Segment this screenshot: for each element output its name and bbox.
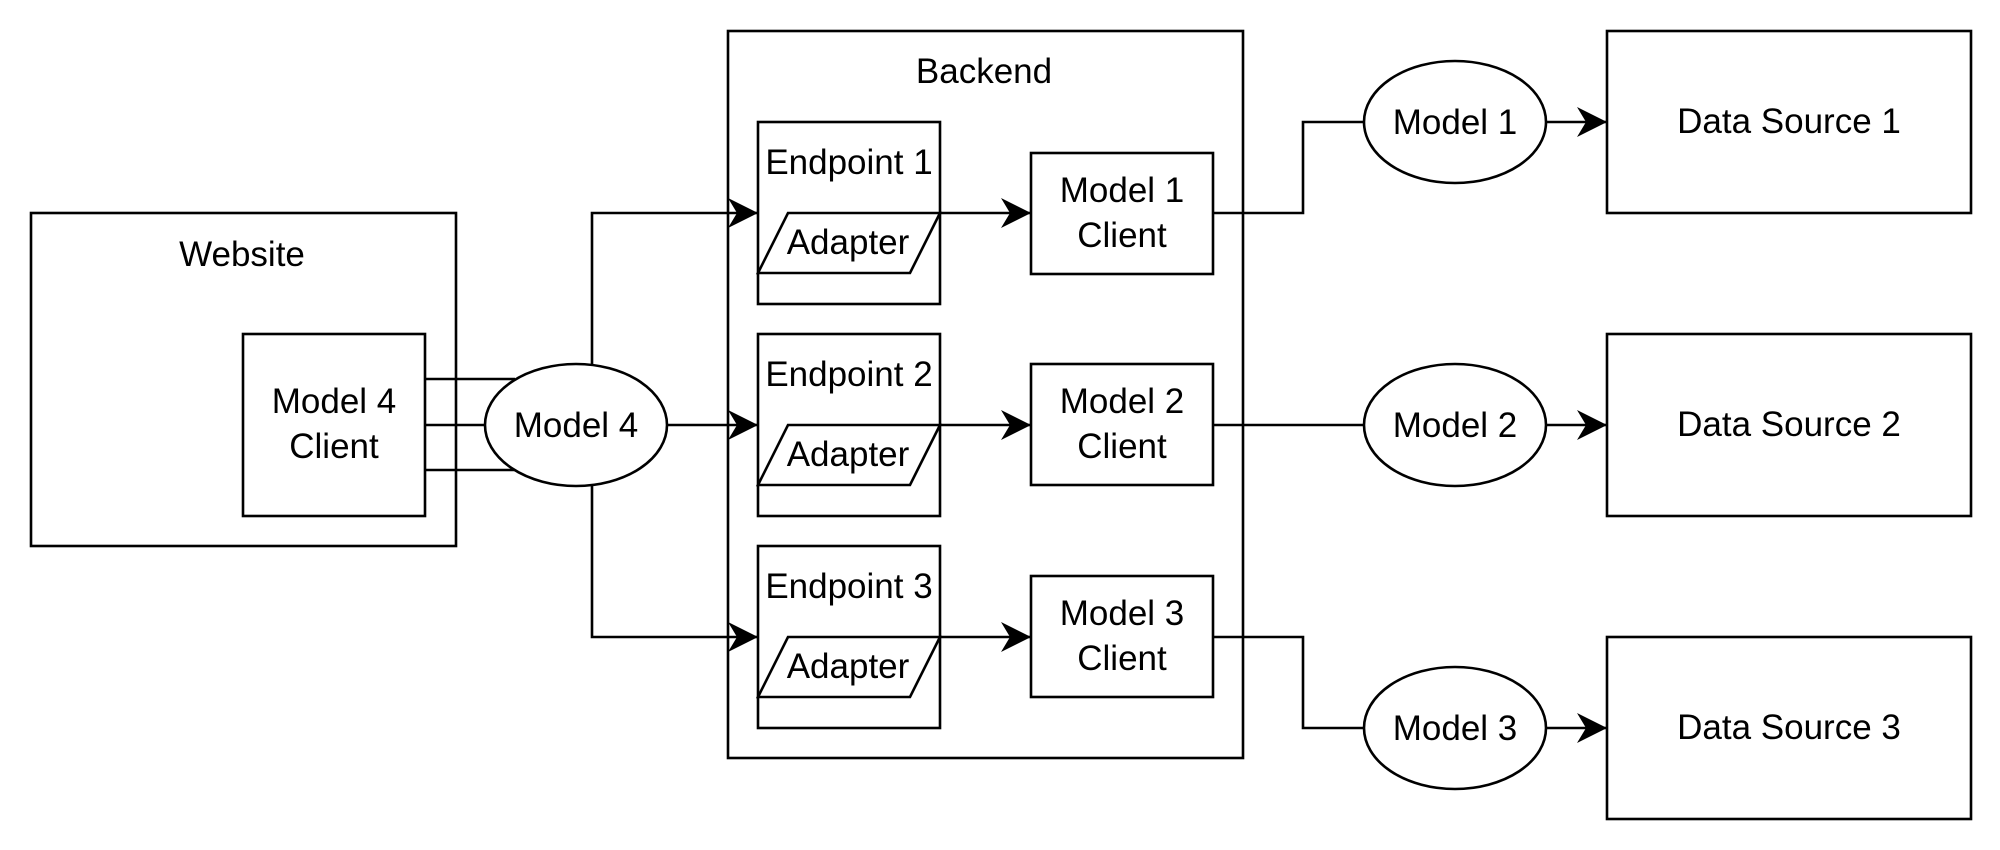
- model-1-client-node: Model 1 Client: [1029, 151, 1215, 276]
- data-source-3-node: Data Source 3: [1605, 635, 1973, 821]
- website-title: Website: [179, 235, 305, 274]
- model-2-label: Model 2: [1393, 406, 1518, 445]
- model-3-client-line1: Model 3: [1060, 594, 1185, 633]
- model-2-client-line1: Model 2: [1060, 382, 1185, 421]
- edge-client1-model1: [1213, 120, 1365, 215]
- endpoint-3-adapter-shape: [755, 635, 943, 699]
- model-1-label: Model 1: [1393, 103, 1518, 142]
- data-source-3-label: Data Source 3: [1677, 708, 1901, 747]
- model-3-node: Model 3: [1362, 665, 1548, 791]
- model4-node: Model 4: [483, 362, 669, 488]
- edge-client3-model3: [1213, 635, 1365, 730]
- endpoint-1-node: Endpoint 1 Adapter: [755, 120, 943, 306]
- endpoint-1-adapter-shape: [755, 211, 943, 275]
- model-2-node: Model 2: [1362, 362, 1548, 488]
- model-3-client-line2: Client: [1077, 639, 1167, 678]
- model-3-label: Model 3: [1393, 709, 1518, 748]
- endpoint-2-adapter-shape: [755, 423, 943, 487]
- model4-client-line1: Model 4: [272, 382, 397, 421]
- endpoint-2-node: Endpoint 2 Adapter: [755, 332, 943, 518]
- backend-title: Backend: [916, 52, 1052, 91]
- data-source-2-node: Data Source 2: [1605, 332, 1973, 518]
- data-source-1-label: Data Source 1: [1677, 102, 1901, 141]
- data-source-1-node: Data Source 1: [1605, 29, 1973, 215]
- endpoint-2-adapter-label: Adapter: [787, 435, 910, 474]
- endpoint-1-label: Endpoint 1: [765, 143, 932, 182]
- model4-client-node: Model 4 Client: [241, 332, 427, 518]
- endpoint-3-label: Endpoint 3: [765, 567, 932, 606]
- endpoint-3-node: Endpoint 3 Adapter: [755, 544, 943, 730]
- model-2-client-line2: Client: [1077, 427, 1167, 466]
- model-1-client-line1: Model 1: [1060, 171, 1185, 210]
- model-2-client-node: Model 2 Client: [1029, 362, 1215, 487]
- endpoint-3-adapter-label: Adapter: [787, 647, 910, 686]
- endpoint-2-label: Endpoint 2: [765, 355, 932, 394]
- data-source-2-label: Data Source 2: [1677, 405, 1901, 444]
- model-1-client-line2: Client: [1077, 216, 1167, 255]
- model-3-client-node: Model 3 Client: [1029, 574, 1215, 699]
- edge-model4-endpoint1: [590, 198, 758, 364]
- model-1-node: Model 1: [1362, 59, 1548, 185]
- endpoint-1-adapter-label: Adapter: [787, 223, 910, 262]
- model4-client-line2: Client: [289, 427, 379, 466]
- model4-label: Model 4: [514, 406, 639, 445]
- edge-model4-endpoint3: [590, 485, 758, 652]
